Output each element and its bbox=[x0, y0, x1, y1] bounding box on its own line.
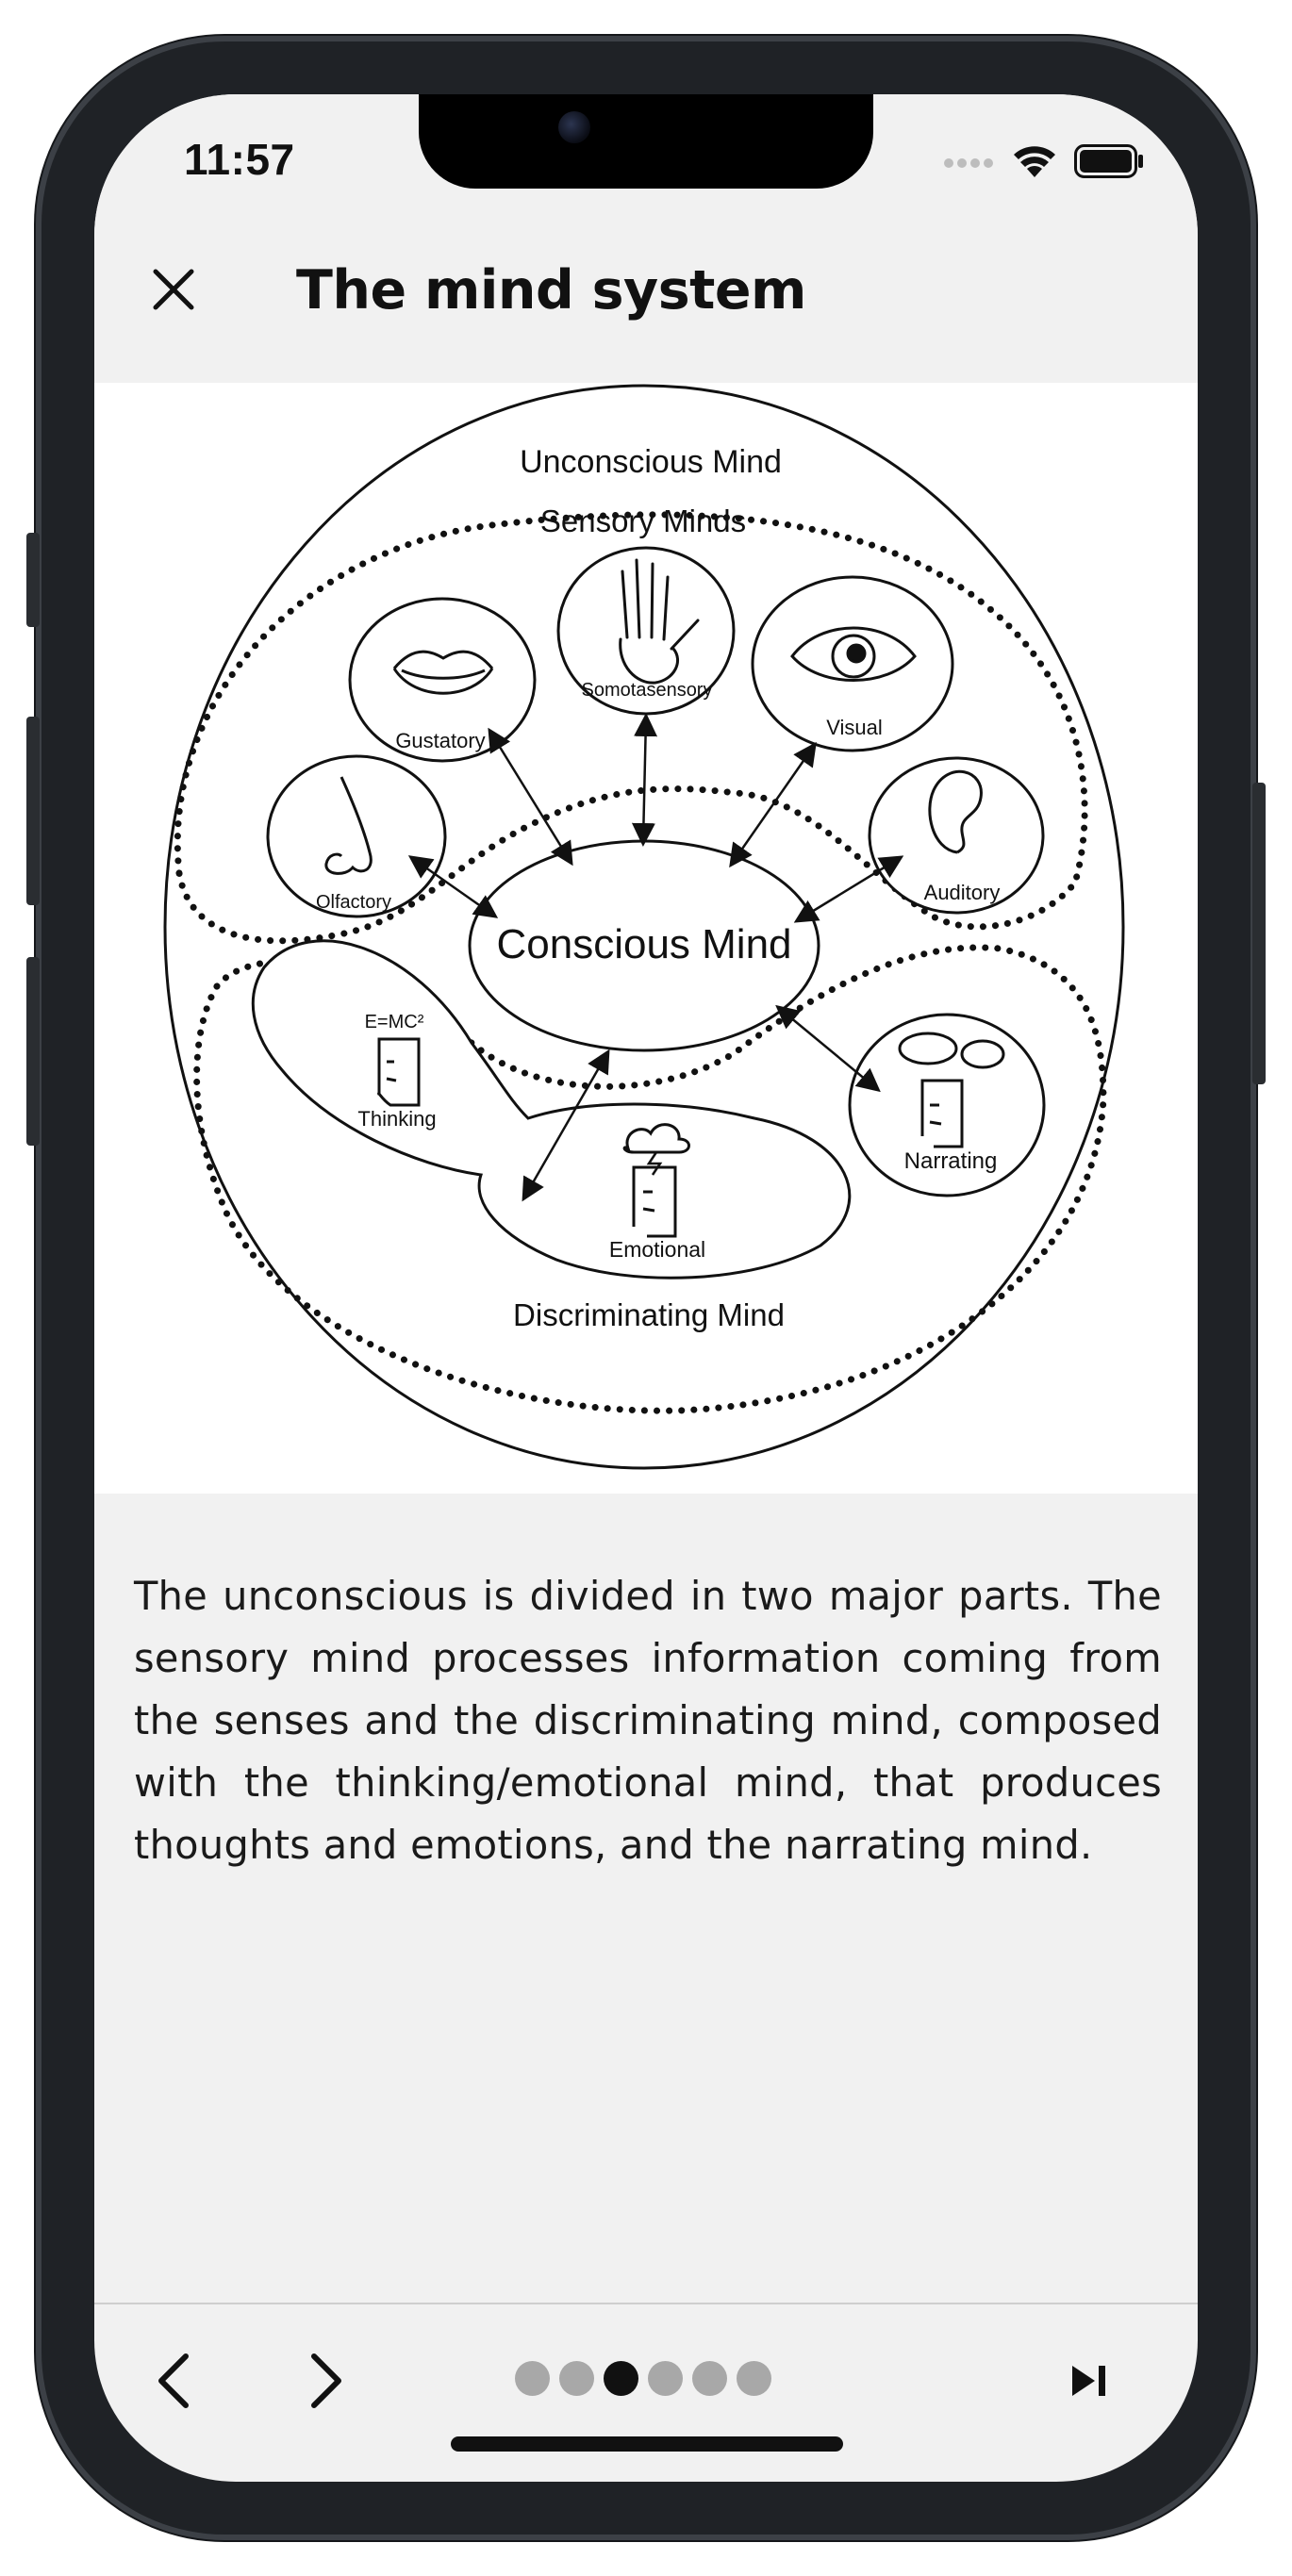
screen: 11:57 The mind system bbox=[94, 94, 1198, 2482]
label-unconscious: Unconscious Mind bbox=[520, 444, 782, 480]
page-dot[interactable] bbox=[559, 2361, 594, 2396]
label-emotional: Emotional bbox=[609, 1237, 705, 1262]
arrow-auditory bbox=[793, 855, 904, 923]
label-auditory: Auditory bbox=[924, 881, 1001, 904]
arrow-narrating bbox=[775, 1004, 881, 1093]
hand-icon bbox=[619, 558, 700, 685]
battery-icon bbox=[1074, 144, 1143, 178]
page-dot[interactable] bbox=[692, 2361, 727, 2396]
chevron-right-icon bbox=[311, 2353, 341, 2408]
label-somatosensory: Somotasensory bbox=[582, 680, 713, 701]
auditory-circle bbox=[868, 756, 1045, 915]
diagram-svg: Unconscious Mind Sensory Minds Somotasen… bbox=[163, 384, 1125, 1470]
narrating-face-icon bbox=[898, 1032, 1005, 1148]
thinking-emotional-blob bbox=[251, 939, 852, 1280]
home-indicator[interactable] bbox=[451, 2436, 843, 2452]
arrow-thinking-emotional bbox=[522, 1049, 610, 1202]
arrow-gustatory bbox=[488, 727, 573, 867]
volume-down-button bbox=[26, 957, 40, 1146]
lips-icon bbox=[392, 650, 494, 695]
description-paragraph: The unconscious is divided in two major … bbox=[134, 1573, 1162, 1868]
skip-to-end-icon bbox=[1072, 2366, 1105, 2396]
notch bbox=[419, 94, 873, 189]
chevron-left-icon bbox=[158, 2353, 189, 2408]
unconscious-ellipse bbox=[163, 384, 1125, 1470]
label-conscious: Conscious Mind bbox=[496, 921, 791, 967]
narrating-circle bbox=[848, 1013, 1046, 1197]
label-olfactory: Olfactory bbox=[316, 892, 391, 913]
discriminating-region-outline bbox=[193, 944, 1107, 1414]
status-icons bbox=[944, 143, 1146, 179]
silent-switch bbox=[26, 533, 40, 627]
gustatory-circle bbox=[348, 597, 537, 763]
label-discriminating: Discriminating Mind bbox=[513, 1297, 785, 1332]
eye-icon bbox=[790, 626, 917, 682]
page-title: The mind system bbox=[296, 259, 806, 322]
status-time: 11:57 bbox=[184, 135, 295, 184]
skip-to-end-button[interactable] bbox=[1047, 2338, 1132, 2423]
next-button[interactable] bbox=[283, 2338, 368, 2423]
arrow-olfactory bbox=[407, 855, 499, 918]
label-formula: E=MC² bbox=[365, 1012, 424, 1032]
cellular-signal-icon bbox=[944, 158, 993, 168]
close-button[interactable] bbox=[143, 259, 204, 320]
label-thinking: Thinking bbox=[357, 1107, 436, 1131]
footer-divider bbox=[94, 2303, 1198, 2304]
visual-circle bbox=[751, 575, 954, 752]
mind-system-diagram: Unconscious Mind Sensory Minds Somotasen… bbox=[94, 383, 1198, 1494]
power-button bbox=[1252, 783, 1266, 1084]
label-visual: Visual bbox=[826, 716, 883, 739]
emotional-face-icon bbox=[622, 1123, 690, 1238]
arrow-somatosensory bbox=[631, 713, 658, 847]
page-dot[interactable] bbox=[648, 2361, 683, 2396]
page-dot[interactable] bbox=[515, 2361, 550, 2396]
label-narrating: Narrating bbox=[904, 1148, 998, 1174]
arrow-visual bbox=[729, 741, 817, 868]
thinking-face-icon bbox=[377, 1037, 421, 1107]
previous-button[interactable] bbox=[132, 2338, 217, 2423]
page-dot[interactable] bbox=[737, 2361, 771, 2396]
nose-icon bbox=[324, 776, 373, 875]
wifi-icon bbox=[1014, 146, 1055, 177]
label-gustatory: Gustatory bbox=[395, 729, 485, 752]
volume-up-button bbox=[26, 717, 40, 905]
close-icon bbox=[153, 269, 194, 310]
label-sensory: Sensory Minds bbox=[540, 504, 746, 538]
page-indicator bbox=[515, 2361, 771, 2396]
front-camera bbox=[558, 111, 590, 143]
olfactory-circle bbox=[266, 754, 447, 918]
page-dot-active[interactable] bbox=[604, 2361, 638, 2396]
ear-icon bbox=[928, 769, 983, 854]
